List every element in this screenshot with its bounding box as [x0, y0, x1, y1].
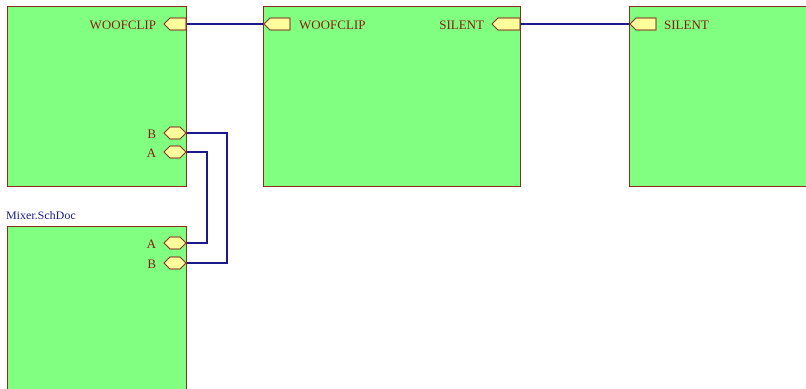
port-a-top-sheet[interactable] [163, 145, 187, 159]
port-label-b-mixer: B [147, 256, 156, 271]
port-label-woofclip-middle: WOOFCLIP [299, 17, 365, 32]
sheet-symbol-middle[interactable] [263, 6, 521, 187]
port-label-woofclip-top: WOOFCLIP [90, 17, 156, 32]
port-woofclip-middle-sheet[interactable] [263, 17, 291, 31]
port-silent-right-sheet[interactable] [629, 17, 657, 31]
port-label-silent-middle: SILENT [439, 17, 484, 32]
sheet-symbol-right[interactable] [629, 6, 806, 187]
port-label-b-top: B [147, 126, 156, 141]
port-silent-middle-sheet[interactable] [491, 17, 521, 31]
port-b-mixer-sheet[interactable] [163, 256, 187, 270]
port-label-silent-right: SILENT [664, 17, 709, 32]
port-label-a-mixer: A [147, 236, 157, 251]
port-woofclip-left-sheet[interactable] [163, 17, 187, 31]
sheet-filename-mixer: Mixer.SchDoc [6, 208, 76, 222]
sheet-symbol-mixer[interactable] [7, 226, 187, 389]
port-b-top-sheet[interactable] [163, 126, 187, 140]
wire-a[interactable] [187, 151, 208, 244]
wire-b[interactable] [187, 132, 228, 264]
port-a-mixer-sheet[interactable] [163, 236, 187, 250]
port-label-a-top: A [147, 145, 157, 160]
sheet-symbol-top-left[interactable] [7, 6, 187, 187]
